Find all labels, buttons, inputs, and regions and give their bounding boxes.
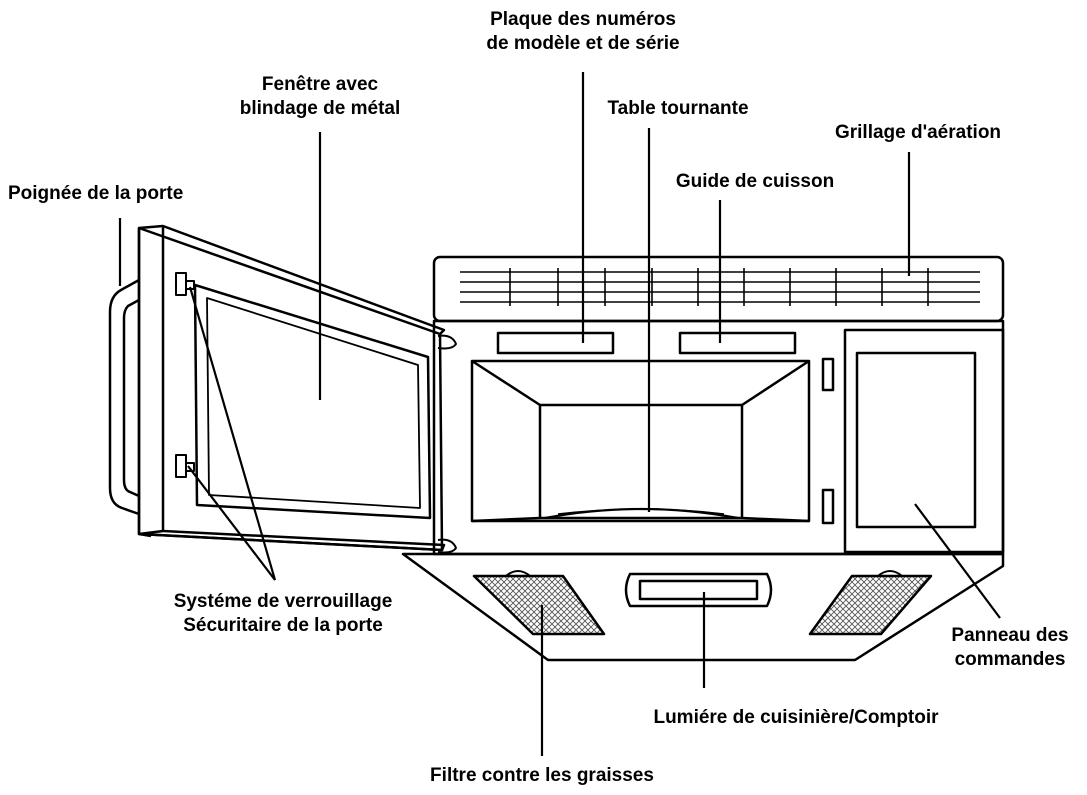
label-turntable: Table tournante bbox=[607, 97, 748, 121]
label-door-handle: Poignée de la porte bbox=[8, 182, 183, 206]
door bbox=[137, 224, 457, 554]
label-window-metal-shield-line1: Fenêtre avec bbox=[261, 74, 379, 95]
door-handle bbox=[108, 278, 140, 516]
label-cooking-guide-text: Guide de cuisson bbox=[675, 171, 835, 192]
label-grease-filter: Filtre contre les graisses bbox=[430, 764, 654, 788]
control-panel bbox=[843, 328, 1005, 554]
bottom-housing bbox=[401, 552, 1005, 662]
label-model-serial-plate-line2: de modèle et de série bbox=[486, 33, 680, 54]
label-model-serial-plate: Plaque des numéros de modèle et de série bbox=[486, 8, 679, 56]
label-door-safety-lock-line2: Sécuritaire de la porte bbox=[183, 615, 383, 636]
label-turntable-text: Table tournante bbox=[607, 98, 749, 119]
label-cooktop-light: Lumiére de cuisinière/Comptoir bbox=[653, 706, 938, 730]
label-control-panel: Panneau des commandes bbox=[951, 624, 1068, 672]
cooktop-light bbox=[624, 572, 773, 608]
latch-slot-top bbox=[821, 357, 835, 392]
label-control-panel-line2: commandes bbox=[954, 649, 1066, 670]
cooking-guide-plate bbox=[678, 331, 797, 355]
label-model-serial-plate-line1: Plaque des numéros bbox=[490, 9, 676, 30]
label-grease-filter-text: Filtre contre les graisses bbox=[430, 765, 654, 786]
label-cooking-guide: Guide de cuisson bbox=[676, 170, 834, 194]
door-window bbox=[193, 283, 432, 520]
leader-lines bbox=[118, 72, 1001, 756]
label-window-metal-shield: Fenêtre avec blindage de métal bbox=[240, 73, 400, 121]
label-vent-grille: Grillage d'aération bbox=[835, 121, 1001, 145]
oven-cavity bbox=[470, 359, 811, 523]
model-serial-plate bbox=[496, 331, 615, 355]
label-door-handle-text: Poignée de la porte bbox=[8, 183, 184, 204]
grease-filter-left bbox=[472, 574, 606, 636]
latch-slot-bottom bbox=[821, 488, 835, 525]
label-door-safety-lock-line1: Systéme de verrouillage bbox=[173, 591, 393, 612]
turntable bbox=[544, 507, 739, 520]
label-window-metal-shield-line2: blindage de métal bbox=[239, 98, 401, 119]
label-vent-grille-text: Grillage d'aération bbox=[834, 122, 1002, 143]
label-door-safety-lock: Systéme de verrouillage Sécuritaire de l… bbox=[174, 590, 393, 638]
grease-filter-right bbox=[808, 574, 933, 636]
vent-grille bbox=[432, 255, 1005, 323]
label-control-panel-line1: Panneau des bbox=[951, 625, 1069, 646]
label-cooktop-light-text: Lumiére de cuisinière/Comptoir bbox=[653, 707, 939, 728]
door-latch-bottom bbox=[175, 454, 195, 478]
